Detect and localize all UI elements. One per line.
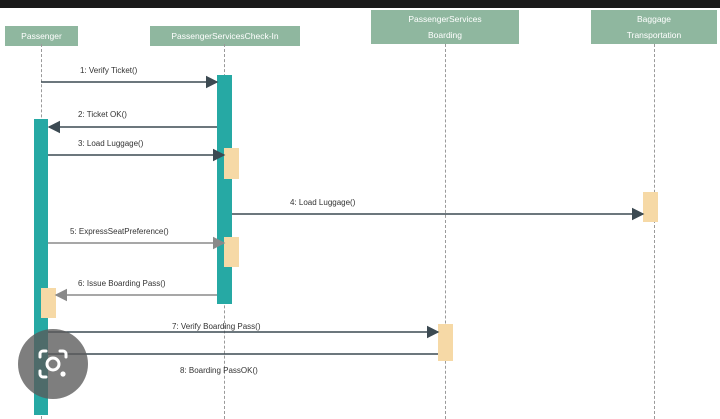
lane-header-baggage-line1: Baggage [636,13,672,24]
lane-header-boarding-line2: Boarding [427,30,463,40]
message-label-3: 3: Load Luggage() [78,139,144,148]
lifeline-baggage [654,44,655,419]
activation-checkin-load-luggage [224,148,239,179]
lane-header-boarding-line1: PassengerServices [408,13,482,24]
activation-passenger-boarding-pass [41,288,56,318]
message-label-6: 6: Issue Boarding Pass() [78,279,166,288]
lane-header-boarding: PassengerServices Boarding [371,10,519,44]
activation-boarding [438,324,453,361]
message-label-5: 5: ExpressSeatPreference() [70,227,169,236]
activation-checkin-seat-preference [224,237,239,267]
message-label-8: 8: Boarding PassOK() [180,366,258,375]
lifeline-boarding [445,44,446,419]
activation-baggage [643,192,658,222]
message-label-2: 2: Ticket OK() [78,110,127,119]
lane-header-passenger: Passenger [5,26,78,46]
message-label-4: 4: Load Luggage() [290,198,356,207]
message-label-7: 7: Verify Boarding Pass() [172,322,261,331]
lane-header-baggage-line2: Transportation [626,30,682,40]
google-lens-button[interactable] [18,329,88,399]
google-lens-icon [38,349,68,379]
lane-header-passenger-label: Passenger [21,30,62,41]
message-label-1: 1: Verify Ticket() [80,66,138,75]
lane-header-checkin-label: PassengerServicesCheck-In [171,30,279,41]
top-strip [0,0,720,8]
lane-header-baggage: Baggage Transportation [591,10,717,44]
lane-header-checkin: PassengerServicesCheck-In [150,26,300,46]
